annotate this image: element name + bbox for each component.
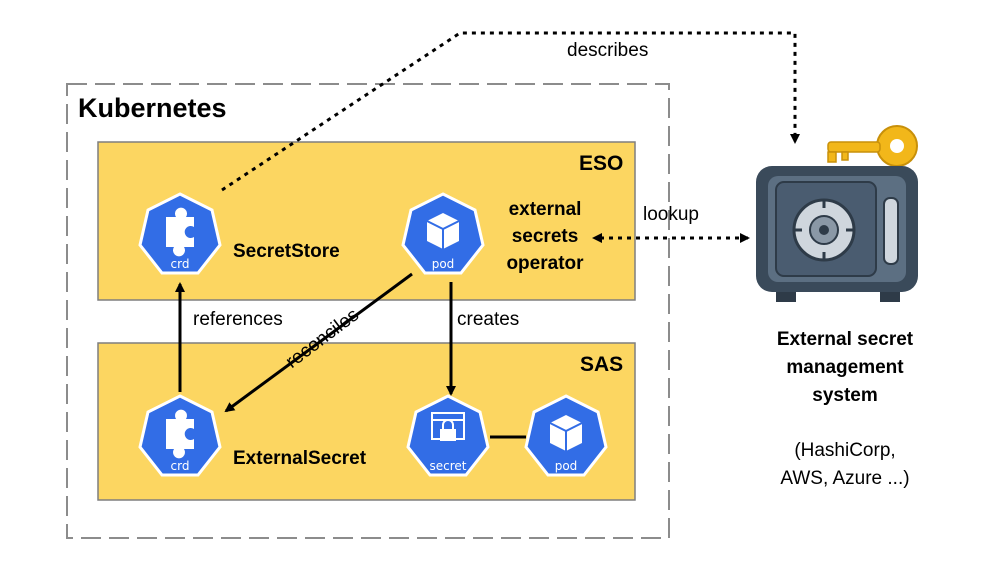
operator-pod-icon: pod: [401, 192, 485, 275]
secret-icon-text: secret: [430, 459, 467, 473]
external-system-detail-line: AWS, Azure ...): [780, 468, 910, 489]
externalsecret-crd-icon: crd: [138, 394, 222, 477]
creates-label: creates: [457, 309, 520, 330]
secret-icon: secret: [406, 394, 490, 477]
reconciles-edge: [224, 272, 413, 413]
secretstore-label: SecretStore: [233, 241, 340, 262]
describes-edge: [221, 31, 800, 192]
sas-box-title: SAS: [580, 353, 624, 376]
pod-icon-text: pod: [432, 257, 455, 271]
kubernetes-cluster-title: Kubernetes: [78, 93, 227, 123]
external-system-label: External secret management system: [750, 326, 940, 410]
kubernetes-cluster-boundary: [66, 83, 670, 539]
references-label: references: [193, 309, 283, 330]
operator-label-line: external: [508, 199, 582, 220]
eso-box-title: ESO: [579, 152, 624, 175]
key-icon: [827, 125, 918, 167]
safe-with-key-icon: [756, 125, 918, 302]
external-system-detail: (HashiCorp, AWS, Azure ...): [750, 437, 940, 493]
operator-label: external secrets operator: [490, 196, 600, 277]
describes-label: describes: [567, 40, 649, 61]
sas-pod-icon: pod: [524, 394, 608, 477]
external-system-detail-line: (HashiCorp,: [794, 440, 896, 461]
operator-label-line: secrets: [511, 226, 579, 247]
pod-icon-text: pod: [555, 459, 578, 473]
externalsecret-label: ExternalSecret: [233, 448, 367, 469]
external-system-label-line: management: [786, 357, 904, 378]
external-system-label-line: External secret: [776, 329, 914, 350]
external-system-label-line: system: [812, 385, 878, 406]
crd-icon-text: crd: [171, 459, 190, 473]
secretstore-crd-icon: crd: [138, 192, 222, 275]
operator-label-line: operator: [506, 253, 584, 274]
lookup-label: lookup: [643, 204, 699, 225]
crd-icon-text: crd: [171, 257, 190, 271]
